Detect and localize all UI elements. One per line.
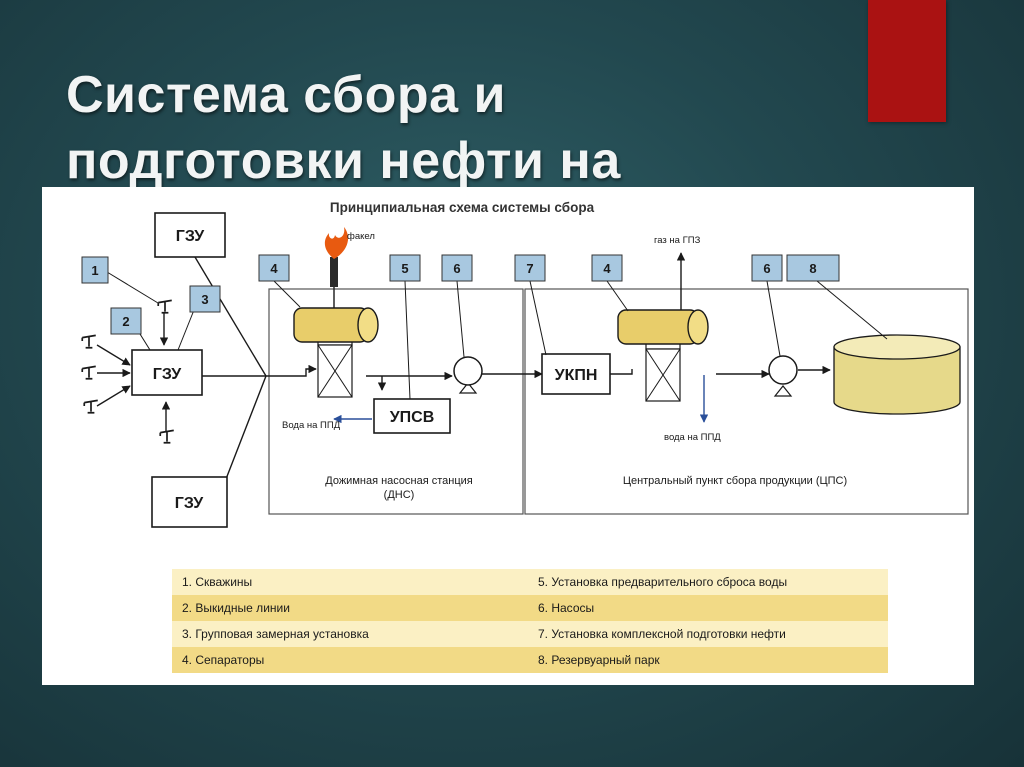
svg-text:4: 4 <box>270 261 278 276</box>
separator-icon <box>293 307 379 398</box>
gzu-center: ГЗУ <box>131 349 203 396</box>
accent-bar <box>868 0 946 122</box>
legend-item-2: 2. Выкидные линии <box>182 601 290 615</box>
svg-text:4: 4 <box>603 261 611 276</box>
svg-text:ГЗУ: ГЗУ <box>176 228 205 245</box>
flare-icon <box>324 227 349 287</box>
diagram-figure: Принципиальная схема системы сбора ГЗУ Г… <box>42 187 974 685</box>
callout-8: 8 <box>786 254 840 282</box>
legend-item-6: 6. Насосы <box>538 601 594 615</box>
cps-caption: Центральный пункт сбора продукции (ЦПС) <box>623 475 847 487</box>
gzu-bottom: ГЗУ <box>151 476 228 528</box>
pump-icon <box>768 355 798 397</box>
callout-6-cps: 6 <box>751 254 783 282</box>
gas-label: газ на ГПЗ <box>654 235 701 246</box>
well-icon <box>81 334 97 349</box>
well-icon <box>157 299 173 314</box>
legend-item-8: 8. Резервуарный парк <box>538 653 660 667</box>
slide-title: Система сбора и подготовки нефти на <box>66 62 846 194</box>
legend-item-5: 5. Установка предварительного сброса вод… <box>538 575 787 589</box>
cps-frame <box>524 288 969 515</box>
svg-text:ГЗУ: ГЗУ <box>175 495 204 512</box>
legend: 1. Скважины 2. Выкидные линии 3. Группов… <box>172 569 888 673</box>
dns-caption-line1: Дожимная насосная станция <box>325 475 473 487</box>
well-icon <box>159 429 175 444</box>
svg-text:7: 7 <box>526 261 533 276</box>
callout-4-cps: 4 <box>591 254 623 282</box>
svg-text:5: 5 <box>401 261 408 276</box>
callout-6: 6 <box>441 254 473 282</box>
svg-text:6: 6 <box>453 261 460 276</box>
svg-text:ГЗУ: ГЗУ <box>153 366 182 383</box>
callout-5: 5 <box>389 254 421 282</box>
legend-item-7: 7. Установка комплексной подготовки нефт… <box>538 627 786 641</box>
diagram-heading: Принципиальная схема системы сбора <box>330 200 595 215</box>
svg-text:8: 8 <box>809 261 816 276</box>
water-label-cps: вода на ППД <box>664 432 721 443</box>
legend-item-4: 4. Сепараторы <box>182 653 264 667</box>
upsv-unit: УПСВ <box>373 398 451 434</box>
pump-icon <box>453 356 483 394</box>
title-line-1: Система сбора и <box>66 66 507 124</box>
well-icon <box>83 399 99 414</box>
dns-frame <box>268 288 524 515</box>
svg-text:2: 2 <box>122 314 129 329</box>
callout-1: 1 <box>81 256 109 284</box>
svg-text:УПСВ: УПСВ <box>390 409 435 426</box>
ukpn-unit: УКПН <box>541 353 611 395</box>
svg-text:УКПН: УКПН <box>555 367 598 384</box>
separator-icon <box>617 309 709 402</box>
flare-label: факел <box>347 231 375 242</box>
svg-text:3: 3 <box>201 292 208 307</box>
title-line-2: подготовки нефти на <box>66 132 621 190</box>
svg-text:6: 6 <box>763 261 770 276</box>
legend-item-3: 3. Групповая замерная установка <box>182 627 369 641</box>
water-label-dns: Вода на ППД <box>282 420 341 431</box>
dns-caption-line2: (ДНС) <box>384 489 415 501</box>
well-icon <box>81 365 97 380</box>
reservoir-tank-icon <box>833 334 961 415</box>
callout-4: 4 <box>258 254 290 282</box>
legend-item-1: 1. Скважины <box>182 575 252 589</box>
collection-system-diagram: Принципиальная схема системы сбора ГЗУ Г… <box>81 200 969 673</box>
callout-3: 3 <box>189 285 221 313</box>
callout-2: 2 <box>110 307 142 335</box>
callout-7: 7 <box>514 254 546 282</box>
svg-text:1: 1 <box>91 263 98 278</box>
gzu-top: ГЗУ <box>154 212 226 258</box>
